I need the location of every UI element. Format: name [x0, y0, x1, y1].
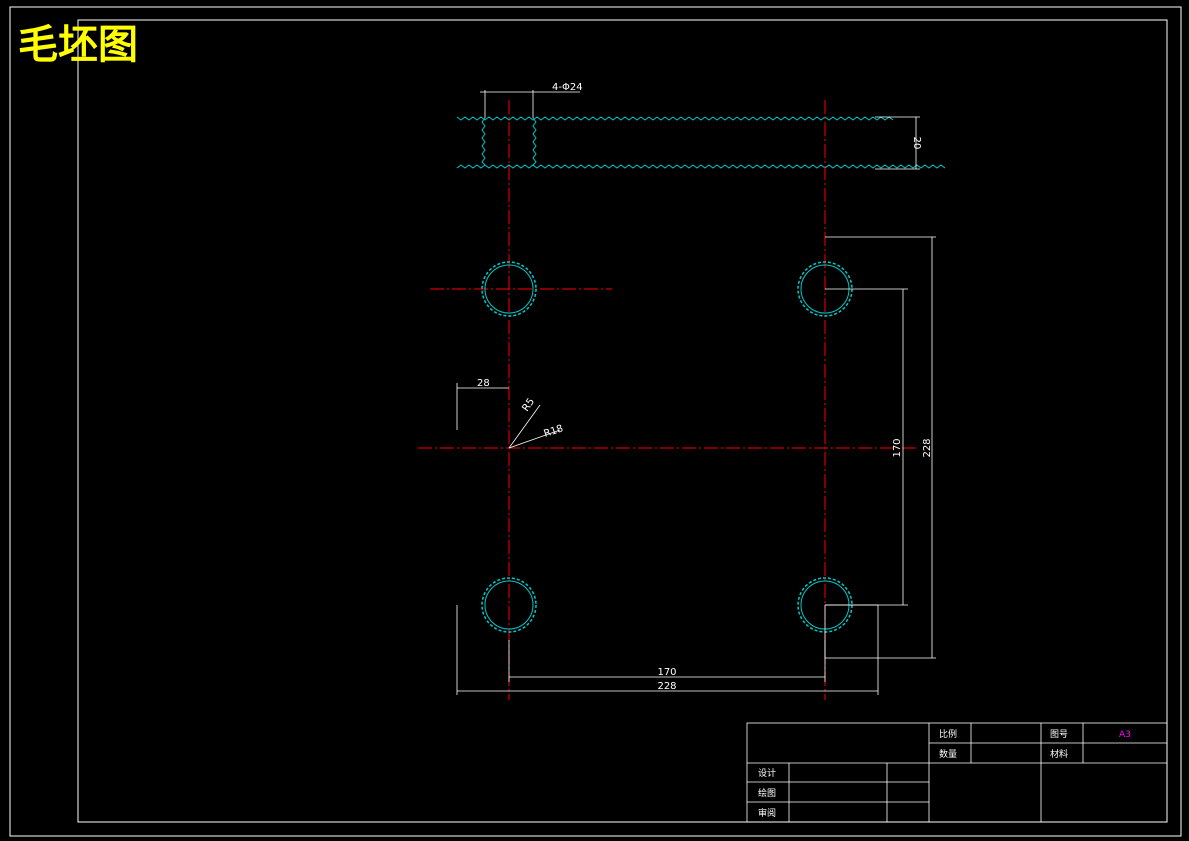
hole-bottom-left — [481, 577, 537, 633]
review-label: 审阅 — [758, 807, 776, 819]
quantity-label: 数量 — [939, 748, 957, 760]
horizontal-inner-dim-label: 170 — [657, 667, 676, 678]
material-label: 材料 — [1050, 748, 1068, 760]
drawing-no-value: A3 — [1119, 730, 1131, 740]
title-block — [746, 722, 1168, 823]
inner-border — [77, 19, 1168, 823]
side-view-hole-right-wall — [532, 117, 537, 166]
drafting-label: 绘图 — [758, 787, 776, 799]
hole-callout-label: 4-Φ24 — [552, 82, 583, 93]
side-view-top-edge — [456, 116, 894, 121]
horizontal-outer-dim-label: 228 — [657, 681, 676, 692]
design-label: 设计 — [758, 767, 776, 779]
scale-label: 比例 — [939, 728, 957, 740]
vertical-outer-dim-label: 228 — [922, 438, 933, 457]
fillet-small-label: R5 — [520, 397, 537, 414]
fillet-large-label: R18 — [543, 423, 565, 440]
dimensions-main — [456, 236, 936, 695]
thickness-dim-label: 20 — [911, 137, 922, 150]
drawing-no-label: 图号 — [1050, 729, 1068, 740]
side-view-hole-left-wall — [481, 117, 486, 166]
side-view-bottom-edge — [456, 164, 946, 169]
edge-offset-label: 28 — [477, 378, 490, 389]
drawing-title: 毛坯图 — [18, 22, 138, 68]
side-view: 4-Φ24 20 — [456, 82, 946, 170]
holes — [481, 261, 853, 633]
vertical-inner-dim-label: 170 — [892, 438, 903, 457]
centerlines — [418, 100, 918, 700]
outer-border — [9, 6, 1182, 837]
hole-top-left — [481, 261, 537, 317]
